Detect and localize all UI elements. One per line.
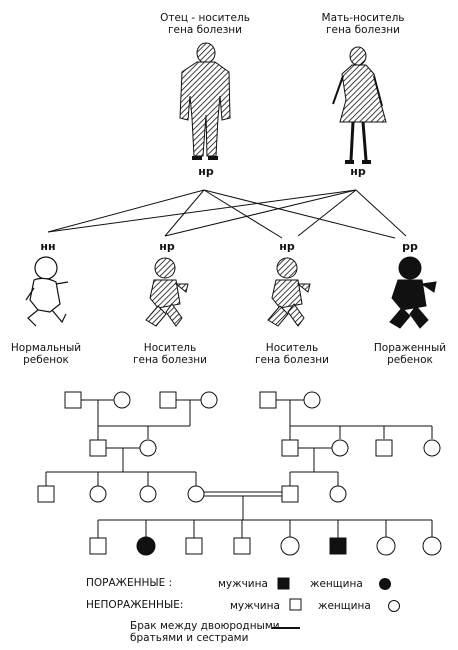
child-carrier-figure-2	[267, 257, 311, 327]
child-1-label-line2: ребенок	[23, 354, 69, 366]
female-circle	[331, 439, 349, 457]
female-circle	[423, 439, 441, 457]
child-3-genotype: нр	[279, 240, 295, 253]
male-square	[159, 391, 177, 409]
mother-genotype: нр	[350, 165, 366, 178]
legend-affected-female-label: женщина	[310, 578, 363, 590]
father-label-line1: Отец - носитель	[160, 12, 250, 24]
female-circle	[89, 485, 107, 503]
mother-label-line1: Мать-носитель	[321, 12, 405, 24]
child-4-label: Пораженный ребенок	[364, 342, 456, 366]
legend-affected-label: ПОРАЖЕННЫЕ :	[86, 577, 173, 589]
gen1-couple-2	[159, 391, 218, 409]
child-2-genotype: нр	[159, 240, 175, 253]
male-square	[89, 537, 107, 555]
legend-symbols	[272, 577, 400, 629]
child-4-label-line1: Пораженный	[373, 342, 447, 354]
child-3-label-line1: Носитель	[265, 342, 319, 354]
legend-affected-female-circle	[379, 578, 391, 590]
child-2-label-line1: Носитель	[143, 342, 197, 354]
father-label-line2: гена болезни	[168, 24, 242, 36]
female-circle	[187, 485, 205, 503]
mother-figure	[332, 46, 387, 164]
child-4-genotype: рр	[402, 240, 418, 253]
female-circle	[113, 391, 131, 409]
child-1-genotype: нн	[40, 240, 56, 253]
child-carrier-figure-1	[145, 257, 189, 327]
female-circle	[200, 391, 218, 409]
father-label: Отец - носитель гена болезни	[150, 12, 260, 36]
mother-label-line2: гена болезни	[326, 24, 400, 36]
legend-cousin-marriage-line1: Брак между двоюродными	[130, 620, 280, 632]
male-square	[89, 439, 107, 457]
mother-label: Мать-носитель гена болезни	[308, 12, 418, 36]
father-figure	[179, 42, 231, 160]
legend-affected-male-square	[277, 577, 290, 590]
female-circle	[139, 485, 157, 503]
female-circle	[329, 485, 347, 503]
gen1-couple-3	[259, 391, 321, 426]
child-1-label-line1: Нормальный	[10, 342, 82, 354]
child-4-label-line2: ребенок	[387, 354, 433, 366]
child-3-label: Носитель гена болезни	[246, 342, 338, 366]
child-1-label: Нормальный ребенок	[0, 342, 92, 366]
legend-unaffected-label: НЕПОРАЖЕННЫЕ:	[86, 599, 184, 611]
male-square	[185, 537, 203, 555]
female-circle	[422, 536, 442, 556]
affected-male-square	[329, 537, 347, 555]
female-circle	[139, 439, 157, 457]
legend-unaffected-female-circle	[388, 600, 400, 612]
legend-affected-male-label: мужчина	[218, 578, 268, 590]
male-square	[281, 485, 299, 503]
male-square	[64, 391, 82, 409]
male-square	[281, 439, 299, 457]
male-square	[375, 439, 393, 457]
legend-unaffected-male-square	[289, 598, 302, 611]
child-affected-figure	[389, 256, 437, 329]
child-3-label-line2: гена болезни	[255, 354, 329, 366]
child-2-label: Носитель гена болезни	[124, 342, 216, 366]
male-square	[37, 485, 55, 503]
gen1-couple-1	[64, 391, 131, 426]
legend-unaffected-male-label: мужчина	[230, 600, 280, 612]
legend-unaffected-female-label: женщина	[318, 600, 371, 612]
inheritance-lines	[47, 189, 407, 239]
child-normal-figure	[25, 256, 69, 327]
legend-cousin-marriage-label: Брак между двоюродными братьями и сестра…	[130, 620, 280, 644]
affected-female-circle	[136, 536, 156, 556]
male-square	[259, 391, 277, 409]
female-circle	[303, 391, 321, 409]
child-2-label-line2: гена болезни	[133, 354, 207, 366]
father-genotype: нр	[198, 165, 214, 178]
pedigree-chart	[37, 391, 442, 556]
legend-cousin-marriage-line2: братьями и сестрами	[130, 632, 249, 644]
female-circle	[376, 536, 396, 556]
male-square	[233, 537, 251, 555]
female-circle	[280, 536, 300, 556]
